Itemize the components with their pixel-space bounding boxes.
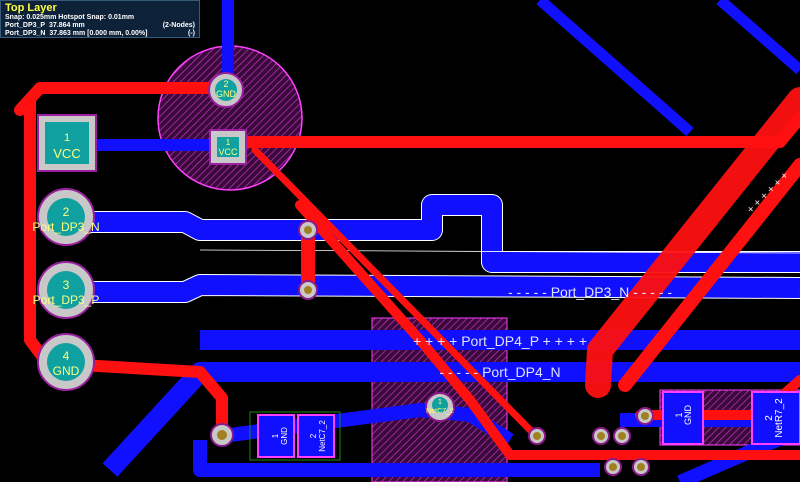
pad-vcc-big[interactable]: 1 VCC	[37, 114, 97, 172]
svg-text:2NetR7_2: 2NetR7_2	[764, 398, 785, 438]
pad-number: 1	[674, 412, 684, 417]
diff-pair-port-dp3[interactable]	[80, 194, 800, 303]
net-info: (-)	[188, 30, 195, 37]
via-netc7[interactable]: 1 NetC7_2	[425, 392, 455, 422]
hud-net-row-2: Port_DP3_N 37.863 mm [0.000 mm, 0.00%] (…	[5, 30, 195, 38]
pad-net: VCC	[53, 146, 80, 161]
pad-net: Port_DP3_N	[32, 220, 99, 234]
pad-net: NetC7_2	[426, 408, 454, 415]
pad-net: Port_DP3_P	[33, 293, 100, 307]
component-r7[interactable]: 1GND 2NetR7_2	[662, 391, 800, 445]
pad-gnd-4[interactable]: 4 GND	[37, 333, 95, 391]
net-length: 37.863 mm [0.000 mm, 0.00%]	[49, 30, 148, 37]
layer-info-hud: Top Layer Snap: 0.025mm Hotspot Snap: 0.…	[0, 0, 200, 38]
pad-net: NetR7_2	[774, 398, 785, 438]
hud-net-row-1: Port_DP3_P 37.864 mm (2-Nodes)	[5, 22, 195, 30]
current-layer: Top Layer	[5, 2, 57, 14]
pad-number: 2	[309, 433, 318, 438]
net-name: Port_DP3_P	[5, 22, 46, 29]
pad-number: 2	[63, 205, 70, 219]
pad-vcc-small[interactable]: 1 VCC	[209, 129, 247, 165]
svg-text:1GND: 1GND	[271, 427, 289, 445]
top-layer-traces[interactable]	[14, 82, 800, 470]
pad-net: GND	[53, 364, 80, 378]
net-label-port-dp4-p: + + + + Port_DP4_P + + + +	[413, 333, 587, 349]
pad-net: GND	[216, 89, 237, 99]
svg-text:2NetC7_2: 2NetC7_2	[309, 420, 327, 452]
pad-number: 1	[226, 138, 231, 147]
pad-number: 4	[63, 349, 70, 363]
pad-number: 2	[223, 79, 228, 89]
pad-port-dp3-n[interactable]: 2 Port_DP3_N	[32, 188, 100, 246]
net-label-port-dp3-n: - - - - - Port_DP3_N - - - - -	[508, 284, 672, 300]
component-c7[interactable]: 1GND 2NetC7_2	[249, 411, 341, 461]
net-info: (2-Nodes)	[162, 22, 195, 29]
pad-number: 3	[63, 278, 70, 292]
pad-net: NetC7_2	[318, 420, 327, 452]
pad-gnd-top[interactable]: 2 GND	[208, 72, 244, 108]
pad-number: 1	[438, 399, 442, 406]
snap-info: Snap: 0.025mm Hotspot Snap: 0.01mm	[5, 14, 135, 21]
pad-number: 1	[271, 433, 280, 438]
net-name: Port_DP3_N	[5, 30, 46, 37]
pad-port-dp3-p[interactable]: 3 Port_DP3_P	[33, 261, 100, 319]
pad-net: GND	[683, 405, 693, 426]
svg-text:1GND: 1GND	[674, 405, 693, 426]
pad-net: GND	[280, 427, 289, 445]
net-label-port-dp4-n: - - - - - Port_DP4_N	[439, 364, 560, 380]
pad-net: VCC	[218, 147, 238, 157]
pad-number: 2	[764, 415, 775, 421]
pad-number: 1	[64, 132, 70, 144]
net-length: 37.864 mm	[48, 22, 85, 29]
